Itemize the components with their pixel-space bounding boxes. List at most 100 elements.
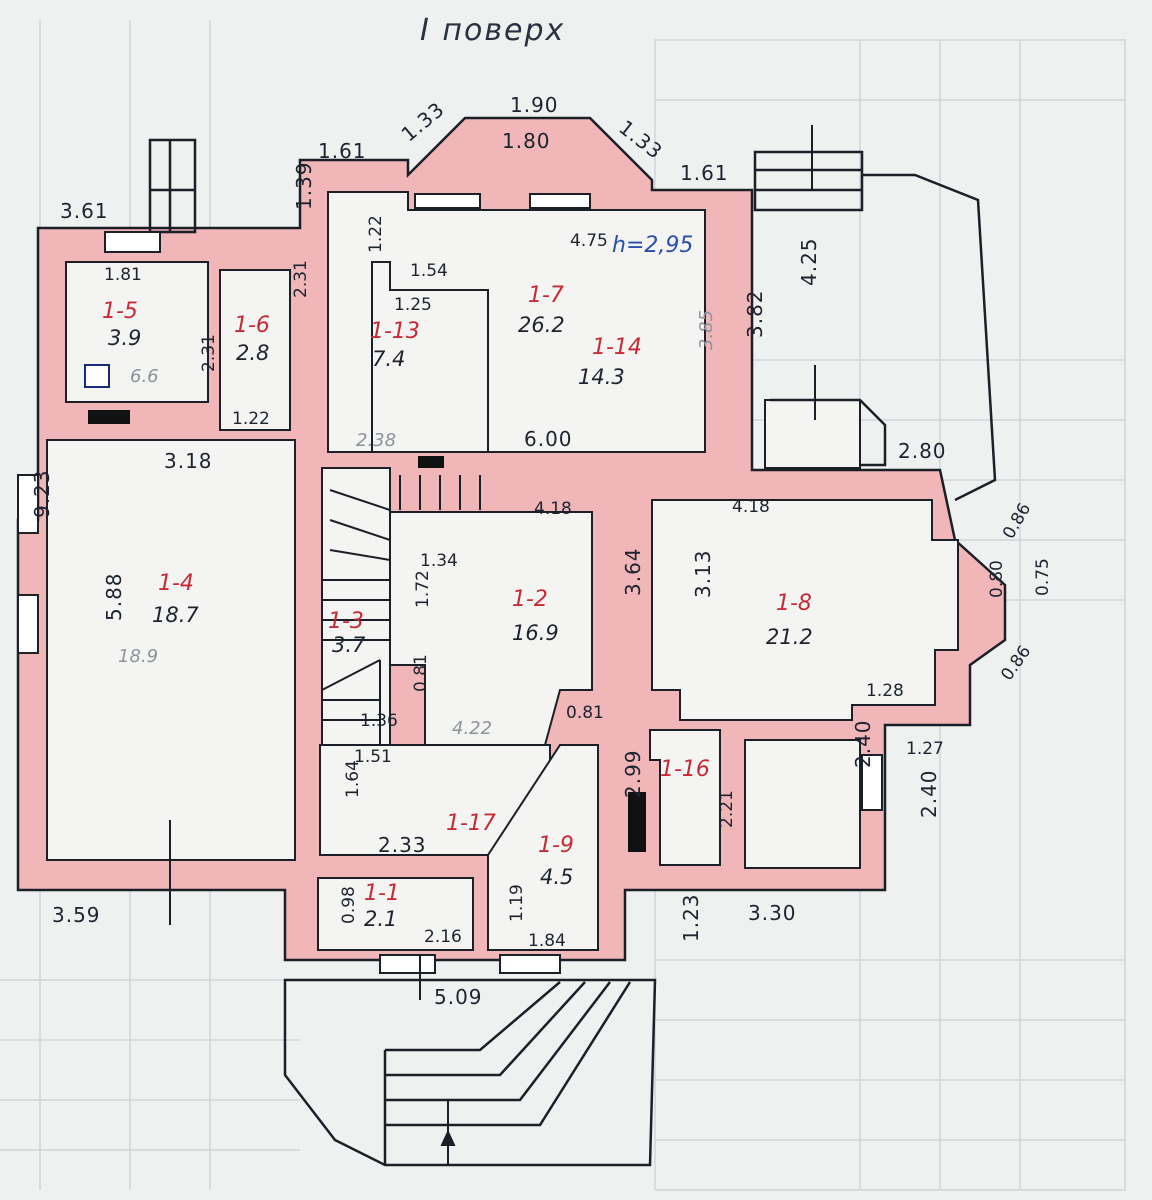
dimension-label: 3.30	[748, 901, 797, 925]
dimension-label: 0.80	[987, 560, 1007, 598]
room-area-1-6: 2.8	[236, 341, 269, 365]
dimension-label: 0.75	[1033, 558, 1053, 596]
dimension-label: 5.88	[102, 572, 126, 621]
staircase-treads	[321, 475, 481, 745]
room-area-1-7: 26.2	[518, 313, 565, 337]
room-id-1-14: 1-14	[592, 335, 642, 360]
dimension-label: 2.31	[199, 334, 219, 372]
room-1-16-floor	[649, 729, 721, 866]
dimension-label: 2.99	[621, 749, 645, 798]
room-id-1-8: 1-8	[776, 591, 812, 616]
dimension-label: 9.23	[30, 469, 54, 518]
dimension-label: 1.34	[420, 551, 458, 571]
boiler-icon	[628, 792, 646, 852]
dimension-label: 0.81	[566, 703, 604, 723]
dimension-label: 3.59	[52, 903, 101, 927]
dimension-label: 2.38	[356, 430, 396, 451]
room-id-1-7: 1-7	[528, 283, 564, 308]
dimension-label: 3.13	[691, 549, 715, 598]
dimension-label: 1.90	[510, 93, 559, 117]
dimension-label: 0.86	[997, 642, 1035, 684]
window	[414, 193, 481, 209]
dimension-label: 3.18	[164, 449, 213, 473]
room-id-1-2: 1-2	[512, 587, 548, 612]
room-1-4-floor	[46, 439, 296, 861]
dimension-label: 2.40	[917, 769, 941, 818]
dimension-label: 1.80	[502, 129, 551, 153]
window	[379, 954, 436, 974]
window	[529, 193, 591, 209]
dimension-label: 3.82	[743, 289, 767, 338]
dimension-label: 4.25	[797, 237, 821, 286]
room-id-1-3: 1-3	[328, 609, 364, 634]
room-id-1-17: 1-17	[446, 811, 496, 836]
chimney-icon	[418, 456, 444, 468]
room-area-1-2: 16.9	[512, 621, 559, 645]
dimension-label: 2.31	[291, 260, 311, 298]
fixtures	[84, 364, 646, 852]
dimension-label: 1.39	[292, 161, 316, 210]
electric-panel-icon	[84, 364, 110, 388]
chimney-icon	[88, 410, 130, 424]
room-area-1-5: 3.9	[108, 326, 141, 350]
room-labels: 1-5 3.9 6.6 1-6 2.8 1-13 7.4 1-7 26.2 1-…	[102, 283, 813, 931]
dimension-label: 1.61	[318, 139, 367, 163]
room-area-1-4: 18.7	[152, 603, 199, 627]
dimension-label: 3.85	[696, 310, 717, 350]
dimension-label: 1.19	[507, 884, 527, 922]
room-area-1-8: 21.2	[766, 625, 813, 649]
room-id-1-5: 1-5	[102, 299, 138, 324]
kitchen-passage-floor	[764, 399, 861, 469]
dimension-label: 4.22	[452, 718, 492, 739]
room-1-9-floor	[487, 744, 599, 951]
dimension-label: 1.25	[394, 295, 432, 315]
room-1-1-floor	[317, 877, 474, 951]
room-id-1-6: 1-6	[234, 313, 270, 338]
background-grid	[0, 20, 1126, 1191]
window	[861, 754, 883, 811]
dimension-label: 2.80	[898, 439, 947, 463]
room-id-1-4: 1-4	[158, 571, 194, 596]
dimension-label: 4.75	[570, 231, 608, 251]
room-area-1-9: 4.5	[540, 865, 573, 889]
dimension-label: 1.22	[232, 409, 270, 429]
room-1-6-floor	[219, 269, 291, 431]
room-1-8b-floor	[744, 739, 861, 869]
room-area-1-3: 3.7	[332, 633, 366, 657]
room-1-14-floor	[371, 261, 489, 453]
dimension-label: 3.64	[621, 547, 645, 596]
entrance-arrows	[169, 125, 816, 1165]
room-old-area-1-5: 6.6	[130, 366, 159, 387]
page-title: I поверх	[420, 13, 565, 48]
dimension-label: 3.61	[60, 199, 109, 223]
arrow-up-icon	[440, 1129, 456, 1146]
dimension-label: 1.64	[343, 760, 363, 798]
windows	[17, 193, 883, 974]
room-area-1-13: 7.4	[372, 347, 405, 371]
dimension-label: 1.61	[680, 161, 729, 185]
dimension-label: 1.51	[354, 747, 392, 767]
dimension-label: 2.40	[851, 719, 875, 768]
dimension-label: 0.86	[999, 500, 1035, 543]
room-id-1-13: 1-13	[370, 319, 420, 344]
dimension-label: 2.33	[378, 833, 427, 857]
room-area-1-14: 14.3	[578, 365, 625, 389]
window	[17, 594, 39, 654]
dimension-label: 2.21	[717, 790, 737, 828]
dimension-label: 0.81	[411, 654, 431, 692]
ceiling-height-note: h=2,95	[612, 233, 693, 258]
dimension-label: 1.81	[104, 265, 142, 285]
room-id-1-1: 1-1	[364, 881, 400, 906]
dimension-label: 1.28	[866, 681, 904, 701]
dimension-label: 4.18	[534, 499, 572, 519]
dimension-label: 5.09	[434, 985, 483, 1009]
room-id-1-16: 1-16	[660, 757, 710, 782]
dimension-label: 1.27	[906, 739, 944, 759]
dimension-label: 4.18	[732, 497, 770, 517]
room-old-area-1-4: 18.9	[118, 646, 158, 667]
dimension-label: 1.23	[679, 893, 703, 942]
room-id-1-9: 1-9	[538, 833, 574, 858]
dimension-label: 1.72	[413, 570, 433, 608]
dimension-label: 6.00	[524, 427, 573, 451]
